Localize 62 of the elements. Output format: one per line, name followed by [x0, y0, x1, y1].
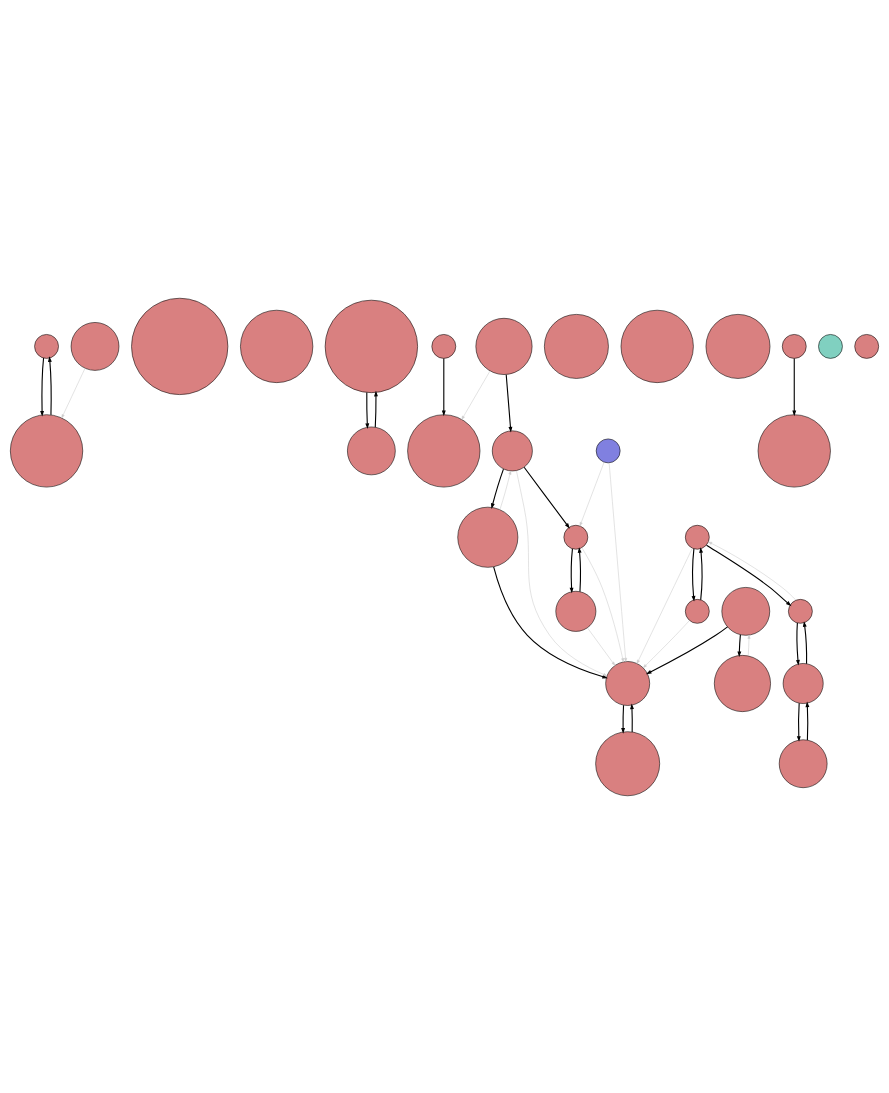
node-circle — [475, 317, 533, 375]
node-circle — [70, 321, 120, 371]
node-circle — [721, 586, 770, 636]
arrow — [802, 620, 808, 664]
arrow — [636, 547, 693, 664]
node-circle — [782, 662, 824, 704]
node-circle — [757, 413, 831, 487]
node-circle — [34, 333, 59, 359]
node-circle — [818, 333, 843, 359]
node-circle — [457, 506, 519, 568]
arrow — [579, 461, 605, 526]
node-circle — [705, 313, 771, 379]
arrow — [708, 541, 797, 600]
arrow — [461, 370, 491, 420]
arrow — [581, 546, 625, 662]
arrow — [365, 391, 370, 429]
arrow — [569, 547, 574, 593]
arrow — [523, 466, 570, 529]
arrow — [747, 634, 751, 656]
node-circle — [555, 590, 597, 632]
node-circle — [324, 299, 418, 393]
arrow — [374, 390, 378, 428]
arrow — [516, 470, 608, 676]
arrow — [792, 357, 797, 416]
node-circle — [131, 297, 229, 395]
arrow — [796, 702, 801, 742]
arrow — [505, 373, 513, 432]
arrow — [691, 547, 696, 602]
node-circle — [620, 309, 694, 383]
node-circle — [492, 430, 533, 471]
node-circle — [778, 739, 828, 788]
node-circle — [685, 598, 710, 624]
arrow — [630, 703, 634, 732]
arrow — [737, 633, 742, 657]
node-circle — [782, 333, 807, 359]
arrow — [699, 546, 704, 600]
node-circle — [544, 313, 609, 379]
node-circle — [685, 524, 710, 549]
node-circle — [347, 426, 396, 475]
arrow — [493, 565, 608, 679]
node-circle — [788, 598, 813, 624]
arrow — [40, 357, 45, 417]
arrow — [621, 704, 626, 734]
arrow — [61, 367, 86, 418]
arrow — [577, 546, 582, 592]
arrow — [805, 701, 810, 741]
node-circle — [595, 438, 621, 463]
arrow — [587, 627, 616, 666]
arrow — [47, 355, 52, 415]
node-circle — [240, 309, 314, 383]
node-circle — [854, 333, 879, 359]
arrow — [645, 625, 729, 674]
node-circle — [595, 730, 660, 796]
node-circle — [714, 654, 771, 712]
node-circle — [431, 333, 457, 359]
arrow — [643, 619, 690, 668]
arrow — [706, 544, 792, 606]
arrow — [441, 357, 446, 416]
arrow — [499, 470, 512, 510]
arrow — [608, 462, 628, 662]
arrow — [796, 621, 800, 666]
arrow — [490, 468, 504, 509]
